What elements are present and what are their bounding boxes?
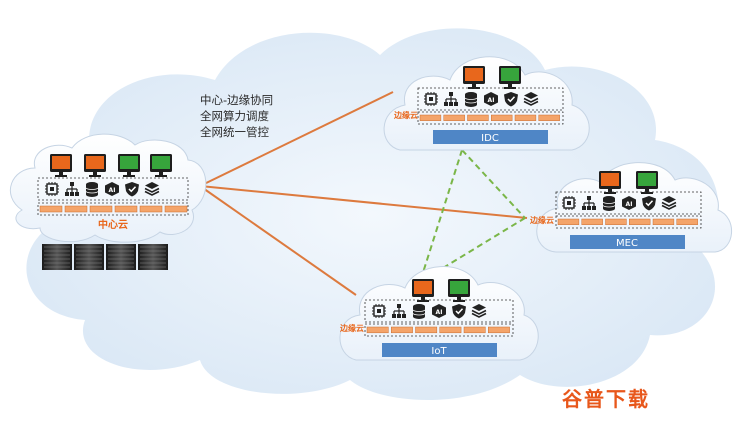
connection-lines bbox=[199, 91, 528, 296]
center-cloud: 中心云 bbox=[9, 133, 207, 243]
center-cloud-label: 中心云 bbox=[98, 218, 128, 231]
mec-side-label: 边缘云 bbox=[529, 215, 554, 225]
iot-banner bbox=[382, 343, 497, 357]
idc-banner-label: IDC bbox=[481, 133, 499, 144]
edge-node-mec: 边缘云 MEC bbox=[529, 162, 733, 253]
caption: 中心-边缘协同 全网算力调度 全网统一管控 bbox=[200, 92, 273, 140]
edge-node-iot: 边缘云 IoT bbox=[339, 266, 539, 361]
idc-banner bbox=[433, 130, 548, 144]
caption-line-3: 全网统一管控 bbox=[200, 125, 269, 139]
iot-side-label: 边缘云 bbox=[339, 323, 364, 333]
mec-banner-label: MEC bbox=[616, 238, 638, 249]
watermark: 谷普下载 bbox=[562, 387, 650, 411]
iot-banner-label: IoT bbox=[431, 346, 447, 357]
mec-banner bbox=[570, 235, 685, 249]
edge-node-idc: 边缘云 IDC bbox=[383, 56, 590, 151]
caption-line-1: 中心-边缘协同 bbox=[200, 93, 274, 107]
idc-side-label: 边缘云 bbox=[393, 110, 418, 120]
caption-line-2: 全网算力调度 bbox=[200, 109, 269, 123]
